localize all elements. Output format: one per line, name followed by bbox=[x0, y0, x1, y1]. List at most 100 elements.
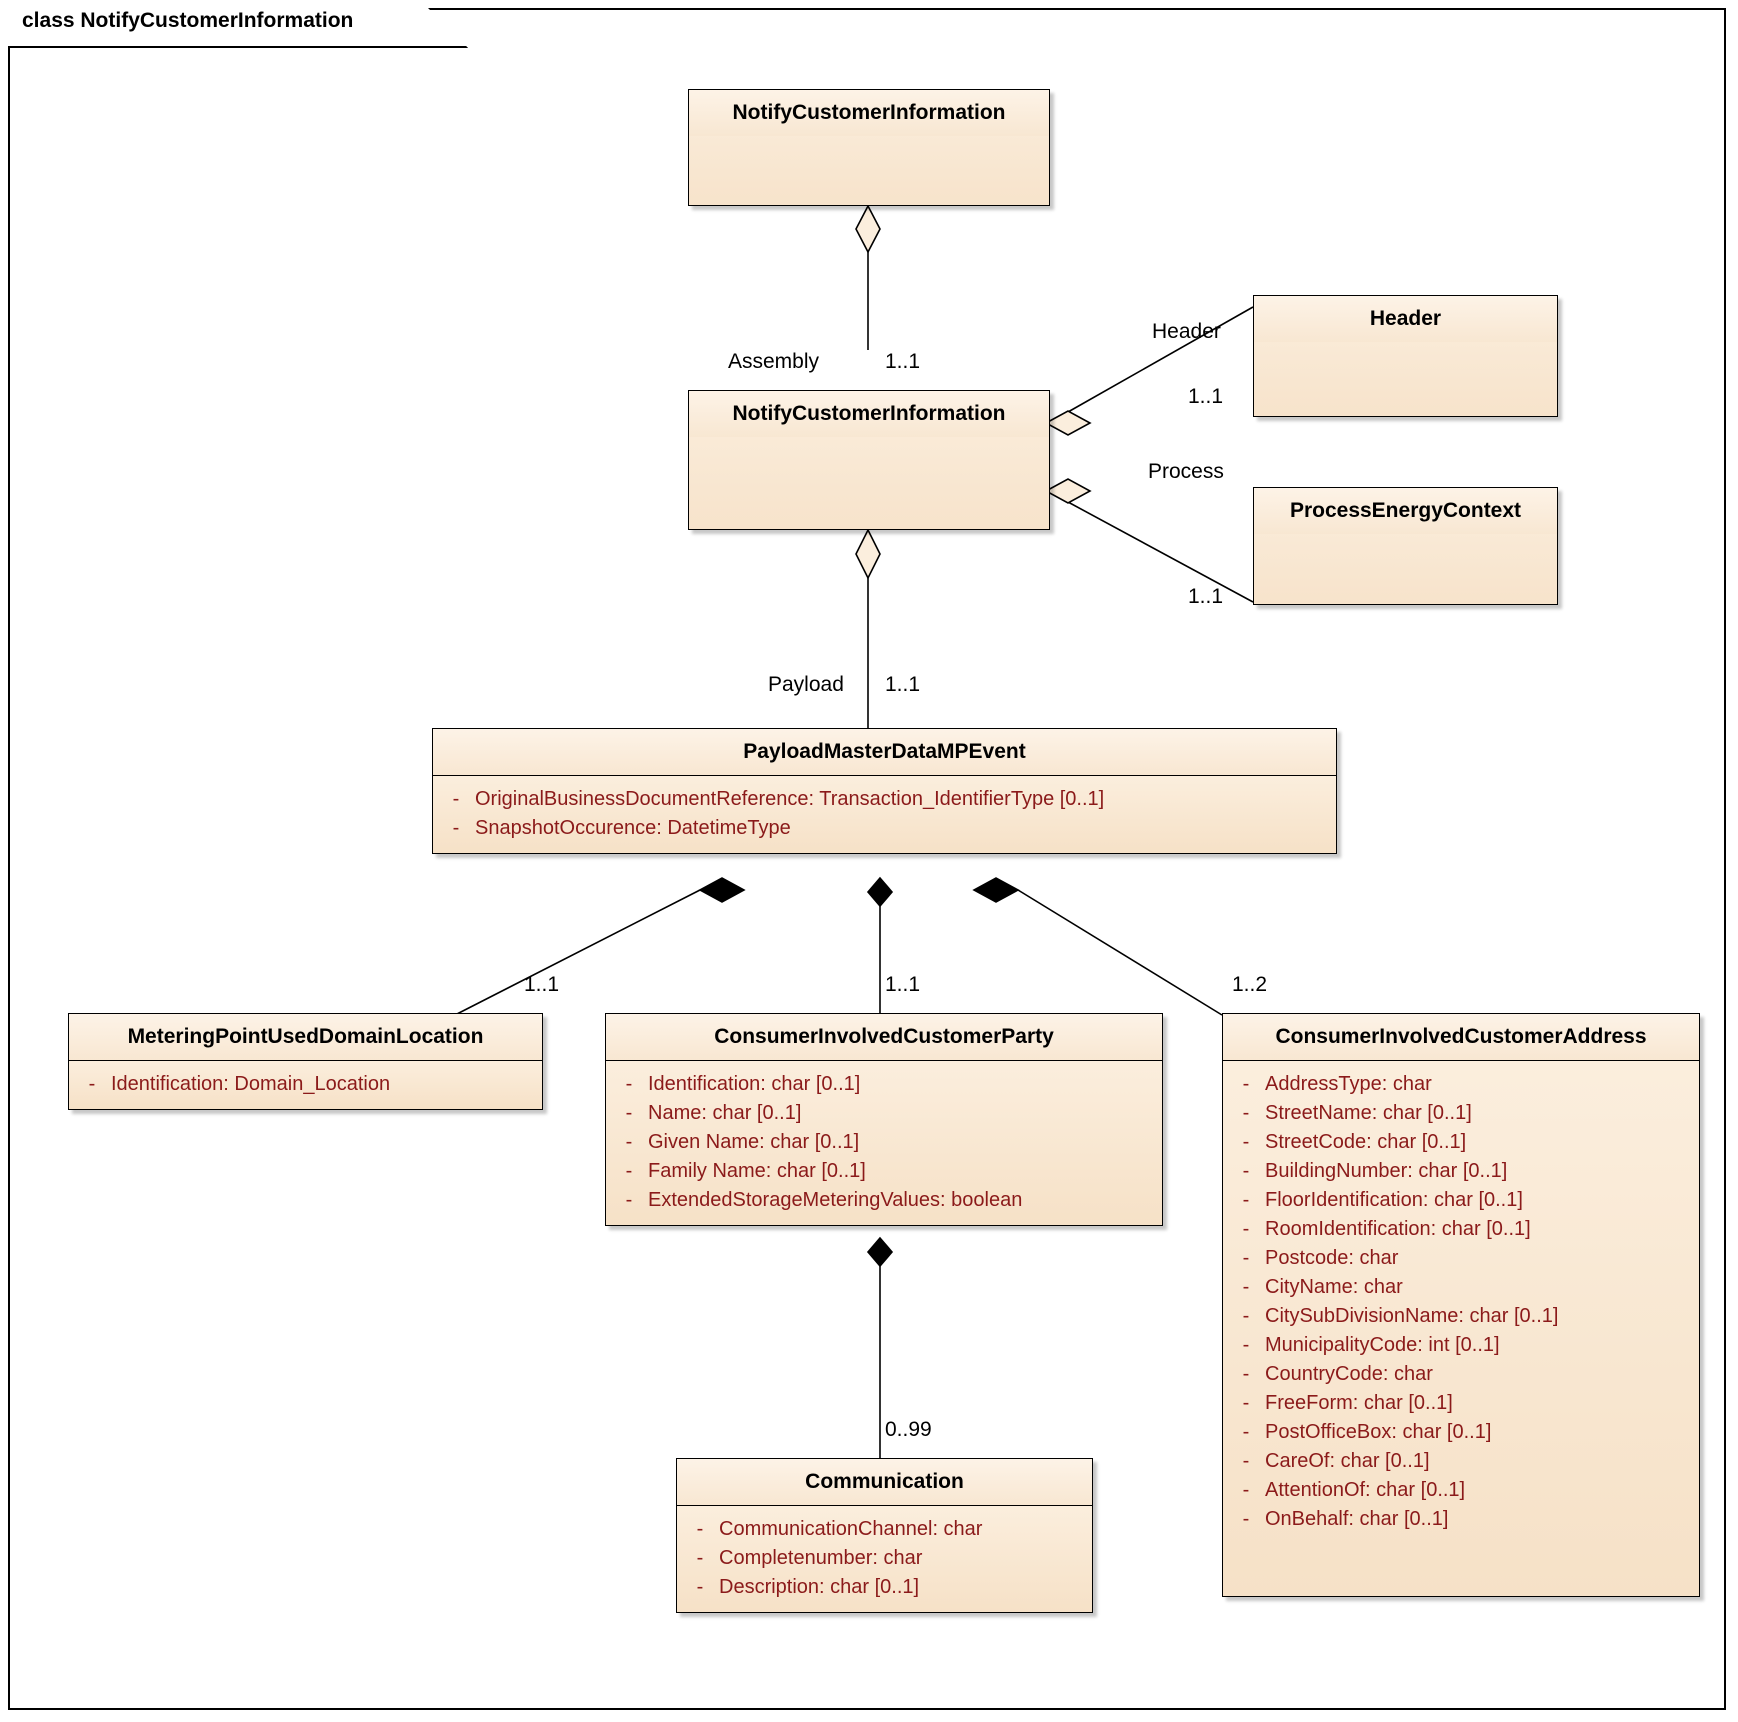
edge-label-party-mult: 1..1 bbox=[885, 973, 921, 996]
attribute-row: - Postcode: char bbox=[1227, 1244, 1695, 1273]
attribute-signature: SnapshotOccurence: DatetimeType bbox=[475, 817, 791, 839]
attribute-signature: AttentionOf: char [0..1] bbox=[1265, 1479, 1466, 1501]
visibility-marker: - bbox=[452, 817, 460, 839]
class-consumer-involved-customer-address[interactable]: ConsumerInvolvedCustomerAddress - Addres… bbox=[1222, 1013, 1700, 1597]
visibility-marker: - bbox=[1242, 1160, 1250, 1182]
attribute-row: - FloorIdentification: char [0..1] bbox=[1227, 1186, 1695, 1215]
class-notify-customer-information-top[interactable]: NotifyCustomerInformation bbox=[688, 89, 1050, 206]
edge-payload bbox=[855, 528, 881, 730]
attribute-signature: BuildingNumber: char [0..1] bbox=[1265, 1160, 1508, 1182]
attribute-signature: StreetCode: char [0..1] bbox=[1265, 1131, 1467, 1153]
attribute-row: - Given Name: char [0..1] bbox=[610, 1128, 1158, 1157]
attribute-row: - CityName: char bbox=[1227, 1273, 1695, 1302]
visibility-marker: - bbox=[696, 1576, 704, 1598]
visibility-marker: - bbox=[696, 1547, 704, 1569]
visibility-marker: - bbox=[625, 1131, 633, 1153]
visibility-marker: - bbox=[1242, 1392, 1250, 1414]
class-title: Communication bbox=[677, 1459, 1092, 1505]
class-title: ProcessEnergyContext bbox=[1254, 488, 1557, 534]
visibility-marker: - bbox=[1242, 1131, 1250, 1153]
attribute-row: - ExtendedStorageMeteringValues: boolean bbox=[610, 1186, 1158, 1215]
attribute-row: - RoomIdentification: char [0..1] bbox=[1227, 1215, 1695, 1244]
attribute-row: - BuildingNumber: char [0..1] bbox=[1227, 1157, 1695, 1186]
attribute-signature: AddressType: char bbox=[1265, 1073, 1432, 1095]
visibility-marker: - bbox=[1242, 1276, 1250, 1298]
visibility-marker: - bbox=[1242, 1421, 1250, 1443]
attribute-signature: Family Name: char [0..1] bbox=[648, 1160, 866, 1182]
class-payload-master-data-mp-event[interactable]: PayloadMasterDataMPEvent - OriginalBusin… bbox=[432, 728, 1337, 854]
attribute-row: - MunicipalityCode: int [0..1] bbox=[1227, 1331, 1695, 1360]
class-title: Header bbox=[1254, 296, 1557, 342]
visibility-marker: - bbox=[1242, 1247, 1250, 1269]
attribute-compartment: - Identification: char [0..1] - Name: ch… bbox=[606, 1060, 1162, 1225]
attribute-signature: Identification: Domain_Location bbox=[111, 1073, 391, 1095]
edge-label-header-role: Header bbox=[1152, 320, 1221, 343]
attribute-signature: CitySubDivisionName: char [0..1] bbox=[1265, 1305, 1559, 1327]
edge-label-assembly-mult: 1..1 bbox=[885, 350, 921, 373]
attribute-signature: StreetName: char [0..1] bbox=[1265, 1102, 1472, 1124]
edge-label-header-mult: 1..1 bbox=[1188, 385, 1224, 408]
visibility-marker: - bbox=[1242, 1450, 1250, 1472]
attribute-row: - CitySubDivisionName: char [0..1] bbox=[1227, 1302, 1695, 1331]
attribute-row: - PostOfficeBox: char [0..1] bbox=[1227, 1418, 1695, 1447]
attribute-row: - Identification: char [0..1] bbox=[610, 1070, 1158, 1099]
attribute-row: - Identification: Domain_Location bbox=[73, 1070, 538, 1099]
attribute-signature: ExtendedStorageMeteringValues: boolean bbox=[648, 1189, 1023, 1211]
attribute-row: - CountryCode: char bbox=[1227, 1360, 1695, 1389]
attribute-row: - OriginalBusinessDocumentReference: Tra… bbox=[437, 785, 1332, 814]
attribute-signature: Identification: char [0..1] bbox=[648, 1073, 861, 1095]
attribute-compartment: - Identification: Domain_Location bbox=[69, 1060, 542, 1109]
class-header[interactable]: Header bbox=[1253, 295, 1558, 417]
class-title: MeteringPointUsedDomainLocation bbox=[69, 1014, 542, 1060]
class-process-energy-context[interactable]: ProcessEnergyContext bbox=[1253, 487, 1558, 605]
attribute-signature: RoomIdentification: char [0..1] bbox=[1265, 1218, 1531, 1240]
attribute-signature: OriginalBusinessDocumentReference: Trans… bbox=[475, 788, 1105, 810]
visibility-marker: - bbox=[625, 1073, 633, 1095]
edge-label-address-mult: 1..2 bbox=[1232, 973, 1268, 996]
class-title: NotifyCustomerInformation bbox=[689, 90, 1049, 136]
attribute-row: - Completenumber: char bbox=[681, 1544, 1088, 1573]
visibility-marker: - bbox=[696, 1518, 704, 1540]
edge-customer-party bbox=[866, 876, 894, 1015]
diagram-frame-tab bbox=[8, 8, 468, 48]
edge-label-payload-mult: 1..1 bbox=[885, 673, 921, 696]
visibility-marker: - bbox=[1242, 1508, 1250, 1530]
attribute-signature: FreeForm: char [0..1] bbox=[1265, 1392, 1453, 1414]
class-metering-point-used-domain-location[interactable]: MeteringPointUsedDomainLocation - Identi… bbox=[68, 1013, 543, 1110]
attribute-row: - Name: char [0..1] bbox=[610, 1099, 1158, 1128]
class-title: ConsumerInvolvedCustomerParty bbox=[606, 1014, 1162, 1060]
class-notify-customer-information-mid[interactable]: NotifyCustomerInformation bbox=[688, 390, 1050, 530]
visibility-marker: - bbox=[1242, 1363, 1250, 1385]
class-title: ConsumerInvolvedCustomerAddress bbox=[1223, 1014, 1699, 1060]
attribute-signature: Postcode: char bbox=[1265, 1247, 1399, 1269]
edge-customer-address bbox=[972, 877, 1223, 1016]
attribute-compartment: - AddressType: char - StreetName: char [… bbox=[1223, 1060, 1699, 1596]
attribute-signature: CareOf: char [0..1] bbox=[1265, 1450, 1430, 1472]
edge-label-process-mult: 1..1 bbox=[1188, 585, 1224, 608]
edge-label-process-role: Process bbox=[1148, 460, 1224, 483]
visibility-marker: - bbox=[1242, 1218, 1250, 1240]
edge-communication bbox=[866, 1236, 894, 1460]
attribute-row: - AddressType: char bbox=[1227, 1070, 1695, 1099]
attribute-signature: Description: char [0..1] bbox=[719, 1576, 920, 1598]
edge-metering-point bbox=[454, 877, 746, 1016]
visibility-marker: - bbox=[625, 1189, 633, 1211]
attribute-signature: Name: char [0..1] bbox=[648, 1102, 802, 1124]
attribute-row: - CommunicationChannel: char bbox=[681, 1515, 1088, 1544]
attribute-row: - SnapshotOccurence: DatetimeType bbox=[437, 814, 1332, 843]
class-consumer-involved-customer-party[interactable]: ConsumerInvolvedCustomerParty - Identifi… bbox=[605, 1013, 1163, 1226]
attribute-signature: CityName: char bbox=[1265, 1276, 1403, 1298]
edge-header bbox=[1044, 306, 1254, 436]
attribute-row: - AttentionOf: char [0..1] bbox=[1227, 1476, 1695, 1505]
attribute-signature: CommunicationChannel: char bbox=[719, 1518, 983, 1540]
visibility-marker: - bbox=[1242, 1334, 1250, 1356]
attribute-row: - StreetName: char [0..1] bbox=[1227, 1099, 1695, 1128]
class-communication[interactable]: Communication - CommunicationChannel: ch… bbox=[676, 1458, 1093, 1613]
visibility-marker: - bbox=[625, 1102, 633, 1124]
visibility-marker: - bbox=[1242, 1102, 1250, 1124]
visibility-marker: - bbox=[1242, 1305, 1250, 1327]
attribute-signature: PostOfficeBox: char [0..1] bbox=[1265, 1421, 1492, 1443]
attribute-row: - FreeForm: char [0..1] bbox=[1227, 1389, 1695, 1418]
attribute-signature: CountryCode: char bbox=[1265, 1363, 1433, 1385]
